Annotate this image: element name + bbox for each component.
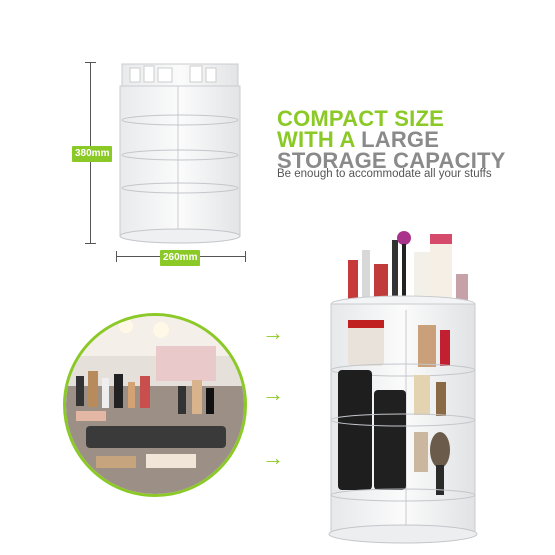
headline-line-2-green: WITH A <box>277 127 355 152</box>
arrow-right-icon: → <box>262 381 284 406</box>
height-dimension-cap <box>85 62 96 63</box>
height-dimension-cap <box>85 243 96 244</box>
filled-organizer-image <box>328 231 478 544</box>
arrow-right-icon: → <box>262 445 284 470</box>
headline-line-3: STORAGE CAPACITY <box>277 148 506 173</box>
width-label: 260mm <box>160 250 201 266</box>
arrow-right-icon: → <box>262 320 284 345</box>
messy-cosmetics-photo <box>63 313 247 497</box>
headline-line-2: WITH A LARGE <box>277 127 506 152</box>
width-dimension-cap <box>245 251 246 262</box>
height-label: 380mm <box>72 146 113 162</box>
headline-line-2-gray: LARGE <box>361 127 440 152</box>
empty-organizer-image <box>119 63 241 244</box>
width-dimension-cap <box>116 251 117 262</box>
headline: COMPACT SIZE WITH A LARGE STORAGE CAPACI… <box>277 106 506 173</box>
headline-line-1: COMPACT SIZE <box>277 106 444 131</box>
subtitle: Be enough to accommodate all your stuffs <box>277 168 492 180</box>
